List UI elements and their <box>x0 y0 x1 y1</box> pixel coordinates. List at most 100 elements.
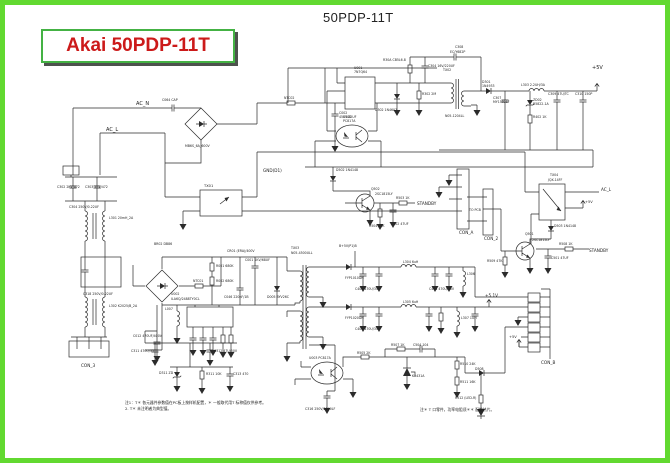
capacitor-icon <box>168 104 178 112</box>
ref-label: D301 <box>482 80 491 84</box>
resistor-r510-icon <box>454 358 460 372</box>
bulk-capacitor-icon <box>331 110 339 120</box>
ref-label: C313 470 <box>233 372 248 376</box>
standby-label: STANDBY <box>589 248 609 253</box>
ref-label: CR01 (ERA)/400V <box>227 249 255 253</box>
resistor-r509-icon <box>502 254 508 268</box>
capacitor-c001-icon <box>251 262 259 272</box>
ic-u001-body <box>344 76 376 110</box>
transformer-tx03-icon <box>299 266 310 342</box>
ground-icon <box>319 340 327 351</box>
connector-label: CON_B <box>541 360 555 365</box>
ref-label: U003 PC817A <box>309 356 332 360</box>
ref-label: Q502 <box>371 187 380 191</box>
diode-d301-icon <box>482 87 495 95</box>
plus5v-terminal-icon <box>594 83 600 92</box>
inductor-l305-icon <box>400 304 417 308</box>
page-title: 50PDP-11T <box>323 10 394 25</box>
ka431-icon <box>403 368 411 376</box>
ref-label: N05-4500ULL <box>291 251 313 255</box>
filter-c318-body <box>80 256 122 288</box>
resistor-r001-icon <box>209 260 215 274</box>
ground-icon <box>283 352 291 363</box>
ref-label: L307 1UH <box>461 316 477 320</box>
diode-d302-icon <box>393 90 401 103</box>
ref-label: TX04 <box>549 173 558 177</box>
resistor-r30a-icon <box>407 62 413 76</box>
diode-d402-icon <box>342 303 355 311</box>
capacitor-c309-icon <box>553 96 561 106</box>
diode-d401-icon <box>342 263 355 271</box>
ref-label: R511 16K <box>460 380 476 384</box>
net-label: GND(D1) <box>263 168 282 173</box>
connector-con-b-body[interactable] <box>527 292 541 353</box>
ref-label: N05-1204LL <box>445 114 464 118</box>
ref-label: R001 680K <box>216 264 234 268</box>
output-terminal-icon <box>486 299 492 308</box>
relay-tx04-body <box>538 183 566 221</box>
ground-icon <box>435 188 443 199</box>
ground-icon <box>189 346 197 357</box>
connector-con-a-body[interactable] <box>456 168 470 230</box>
ref-label: U302 <box>343 115 351 119</box>
diode-d502-icon <box>329 172 337 185</box>
ref-label: TX01 <box>203 184 213 188</box>
ref-label: D502 1N4148 <box>336 168 358 172</box>
optocoupler-u302-icon <box>335 124 369 148</box>
ref-label: ZD02 <box>533 98 542 102</box>
ref-label: MB6S_6A_600V <box>185 144 210 148</box>
connector-label: CON_A <box>459 230 473 235</box>
resistor-r507-icon <box>394 346 408 352</box>
ref-label: C404 470U/35V <box>429 287 455 291</box>
ref-label: BR02 DB86 <box>154 242 172 246</box>
ntc-thermistor-icon <box>284 100 298 106</box>
ref-label: C046 220nF/1B <box>224 295 249 299</box>
ref-label: TX02 <box>442 68 451 72</box>
ref-label: PC817A <box>343 119 356 123</box>
ref-label: MY1500LF <box>493 100 510 104</box>
spark-gap-body <box>62 165 80 176</box>
ref-label: R311 10K <box>206 372 222 376</box>
ac-n-label: AC_N <box>136 101 149 107</box>
capacitor-c046-icon <box>236 284 244 294</box>
ref-label: L007 <box>165 307 173 311</box>
ground-icon <box>349 388 357 399</box>
rail-label: +5V <box>509 335 517 339</box>
brand-label: Akai 50PDP-11T <box>66 35 210 56</box>
led-icon <box>477 409 485 416</box>
ref-label: NTC02 <box>284 96 294 100</box>
ref-label: D005 BYV26C <box>267 295 290 299</box>
ref-label: 1N4933 <box>482 84 495 88</box>
resistor-r504-icon <box>377 206 383 220</box>
ref-label: R505 2K <box>357 351 371 355</box>
choke-l302-icon <box>84 296 106 328</box>
ground-icon <box>403 380 411 391</box>
ref-label: R509 47K <box>487 259 503 263</box>
ref-label: C304 250V/0.22UF <box>69 205 99 209</box>
ref-label: C502 47UF <box>391 222 409 226</box>
connector-con2-body[interactable] <box>482 188 494 236</box>
ref-label: 2SC1815LY <box>532 238 550 242</box>
capacitor-icon <box>209 334 217 344</box>
ref-label: C302 2KV/472 <box>57 185 80 189</box>
ref-label: C310 150P <box>575 92 592 96</box>
ref-label: FYP1020DN <box>345 316 364 320</box>
ref-label: C064 CAP <box>162 98 178 102</box>
ref-label: L302 K2025/B_2A <box>109 304 138 308</box>
circuit-wires <box>65 56 599 419</box>
ref-label: C504 104 <box>413 343 428 347</box>
note-1: 注1：T＊ 各元器件参数值在PC板上按样机配置，＊ 一般取代用T 标称值仅供参考… <box>125 400 266 405</box>
connector-con3-body[interactable] <box>68 340 110 358</box>
resistor-r302-icon <box>416 88 422 102</box>
capacitor-c308-icon <box>450 53 460 61</box>
bridge-rectifier-br01-icon <box>184 107 218 141</box>
net-label: AC_L <box>601 187 612 192</box>
schematic-canvas: AC_N AC_L C064 CAP MB6S_6A_600V NTC02 C0… <box>57 45 612 419</box>
resistor-r512-icon <box>478 392 484 406</box>
ground-icon <box>526 264 534 275</box>
capacitor-icon <box>189 334 197 344</box>
transformer-tx01-body <box>199 189 243 217</box>
ground-icon <box>331 142 339 153</box>
ref-label: L306 <box>467 272 475 276</box>
ref-label: D503 1N4148 <box>554 224 576 228</box>
